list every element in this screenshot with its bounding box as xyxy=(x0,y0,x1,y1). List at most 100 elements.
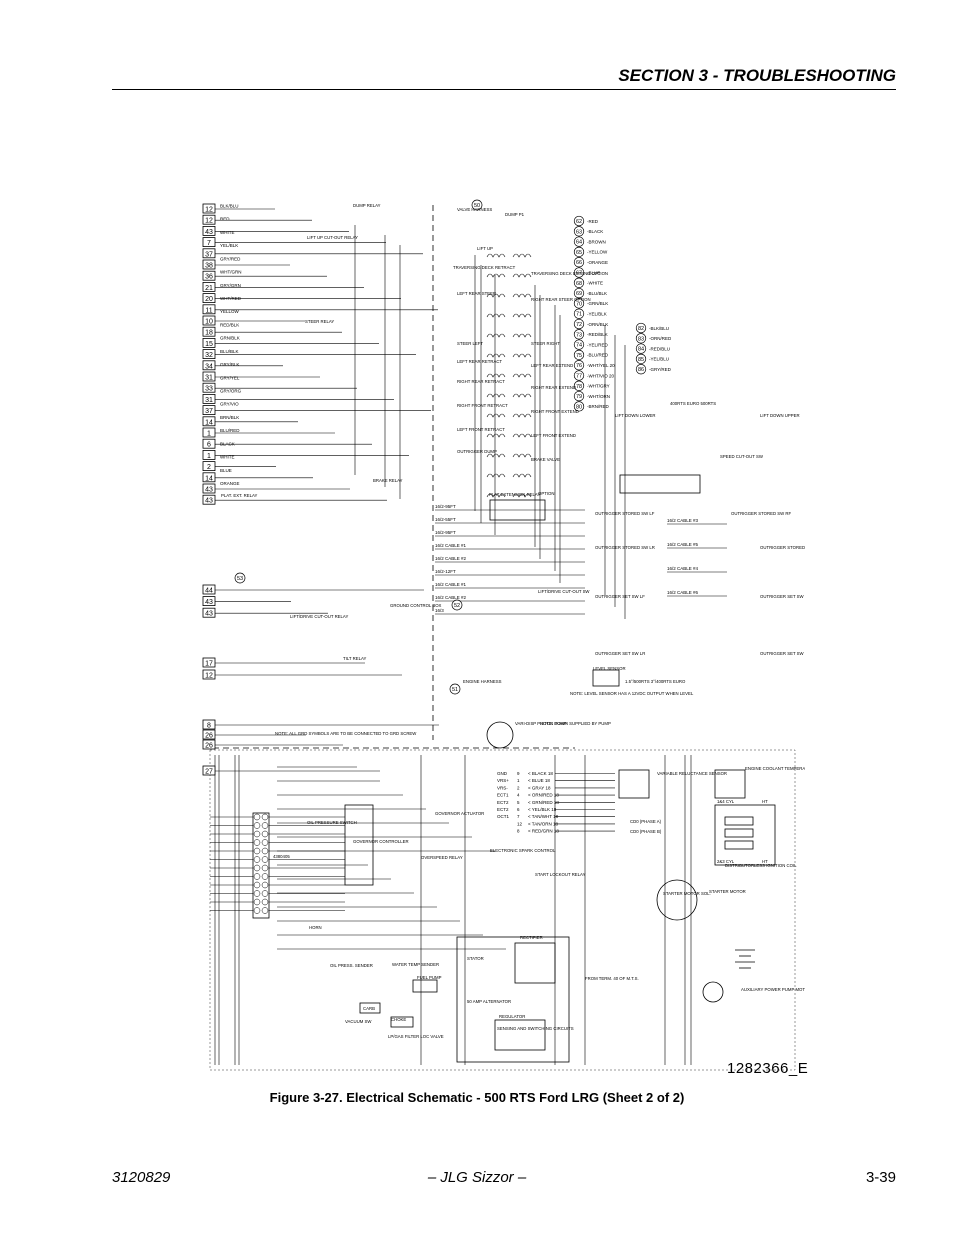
terminal-number: 74 xyxy=(576,343,582,349)
component-label: LIFT/DRIVE CUT-OUT RELAY xyxy=(290,614,348,619)
terminal-number: 62 xyxy=(576,219,582,225)
terminal-number: 68 xyxy=(576,281,582,287)
solenoid-coil xyxy=(512,333,532,338)
connector-callout xyxy=(449,683,461,695)
terminal-box xyxy=(202,438,216,449)
terminal-box xyxy=(202,483,216,494)
component-label: GOVERNOR CONTROLLER xyxy=(353,839,409,844)
terminal-number: 77 xyxy=(576,374,582,380)
wire-label: ORANGE xyxy=(220,481,240,486)
component-label: FROM TERM. 40 OF M.T.S. xyxy=(585,976,639,981)
terminal-number: 38 xyxy=(205,263,213,270)
component-label: PLAT. EXT. RELAY xyxy=(221,493,258,498)
terminal-box xyxy=(202,405,216,416)
cable-label: 16/2 CABLE #5 xyxy=(667,542,699,547)
component-label: RIGHT FRONT EXTEND xyxy=(531,409,579,414)
wire-label: -BROWN xyxy=(587,239,606,244)
component-label: WATER TEMP SENDER xyxy=(392,962,439,967)
terminal-number: 43 xyxy=(205,599,213,606)
terminal-box xyxy=(202,304,216,315)
ecm-pin-name: GND xyxy=(497,771,508,776)
component-label: DUMP P1 xyxy=(505,212,525,217)
footer-product: – JLG Sizzor – xyxy=(427,1169,527,1186)
component-label: RIGHT REAR RETRACT xyxy=(457,379,505,384)
terminal-circle xyxy=(635,333,647,344)
terminal-number: 12 xyxy=(205,673,213,680)
component-label: 4380405 xyxy=(273,854,290,859)
terminal-number: 66 xyxy=(576,260,582,266)
terminal-number: 63 xyxy=(576,229,582,235)
connector-pin xyxy=(253,813,261,821)
terminal-circle xyxy=(573,226,585,237)
component-label: ENGINE COOLANT TEMPERATURE SENSOR xyxy=(745,766,805,771)
connector-pin xyxy=(261,839,269,846)
wire-label: -YEL/RED xyxy=(587,342,609,347)
component-label: STARTER MOTOR SOL. xyxy=(663,891,711,896)
component-label: STEER RELAY xyxy=(305,319,334,324)
wire-label: GRY/ORG xyxy=(220,389,242,394)
terminal-number: 70 xyxy=(576,301,582,307)
terminal-number: 32 xyxy=(205,352,213,359)
component-label: LEFT REAR RETRACT xyxy=(457,359,502,364)
component-label: START LOCKOUT RELAY xyxy=(535,872,586,877)
wire-label: RED/BLK xyxy=(220,322,239,327)
terminal-box xyxy=(202,382,216,393)
terminal-circle xyxy=(573,287,585,299)
terminal-box xyxy=(202,282,216,292)
cable-label: 16/3 xyxy=(435,608,444,613)
connector-pin xyxy=(261,822,269,829)
wire-label: -BLU/RED xyxy=(587,353,609,358)
terminal-box xyxy=(202,237,216,247)
drawing-number: 1282366_E xyxy=(727,1060,809,1077)
component-label: LIFT/DRIVE CUT-OUT SW xyxy=(538,589,590,594)
wire-label: BLU/BLK xyxy=(220,349,239,354)
component-label: LIFT UP xyxy=(477,246,493,251)
solenoid-coil xyxy=(486,333,506,338)
terminal-box xyxy=(202,416,216,427)
terminal-circle xyxy=(573,215,585,227)
component-label: VARIABLE RELUCTANCE SENSOR xyxy=(657,771,727,776)
terminal-number: 27 xyxy=(205,769,213,776)
component-label: OUTRIGGER SET SW LF xyxy=(595,594,645,599)
wire-label: GRN/BLK xyxy=(220,336,240,341)
connector-pin xyxy=(253,907,261,914)
terminal-box xyxy=(202,360,216,371)
terminal-box xyxy=(202,729,216,740)
wire-label: GRY/YEL xyxy=(220,375,240,380)
solenoid-coil xyxy=(512,433,532,438)
solenoid-coil xyxy=(486,493,506,498)
terminal-box xyxy=(202,225,216,236)
wire-label: -WHT/GRY xyxy=(587,384,610,389)
terminal-box xyxy=(202,461,216,472)
solenoid-coil xyxy=(486,433,506,438)
terminal-number: 43 xyxy=(205,487,213,494)
wire-label: GRY/VIO xyxy=(220,402,239,407)
terminal-box xyxy=(202,739,216,750)
wire-label: -ORN/RED xyxy=(649,336,672,341)
solenoid-coil xyxy=(512,493,532,498)
connector-pin xyxy=(253,881,261,889)
terminal-circle xyxy=(573,308,585,319)
cable-label: 16/2 CABLE #6 xyxy=(667,590,699,595)
component-label: LEFT FRONT RETRACT xyxy=(457,427,505,432)
ecm-wire-label: < TAN/WHT 18 xyxy=(528,814,559,819)
terminal-number: 79 xyxy=(576,394,582,400)
terminal-circle xyxy=(635,322,647,334)
terminal-number: 73 xyxy=(576,332,582,338)
component-label: SENSING AND SWITCHING CIRCUITS xyxy=(497,1026,574,1031)
terminal-number: 64 xyxy=(576,240,582,246)
terminal-number: 1 xyxy=(207,431,211,438)
component-label: REGULATOR xyxy=(499,1014,525,1019)
terminal-number: 43 xyxy=(205,611,213,618)
terminal-box xyxy=(202,270,216,281)
ecm-pin-number: 2 xyxy=(517,785,520,790)
ecm-pin-name: OCT1 xyxy=(497,814,509,819)
component-label: ENGINE HARNESS xyxy=(463,679,502,684)
component-label: OUTRIGGER STORED SW LR xyxy=(595,545,655,550)
component-label: NOTE: DOWN SUPPLIED BY PUMP xyxy=(540,721,611,726)
component-label: OUTRIGGER STORED SW RF xyxy=(731,511,791,516)
ecm-pin-number: 7 xyxy=(517,814,520,819)
ecm-pin-number: 1 xyxy=(517,778,520,783)
terminal-box xyxy=(202,657,216,668)
component-label: LEFT REAR EXTEND xyxy=(531,363,573,368)
